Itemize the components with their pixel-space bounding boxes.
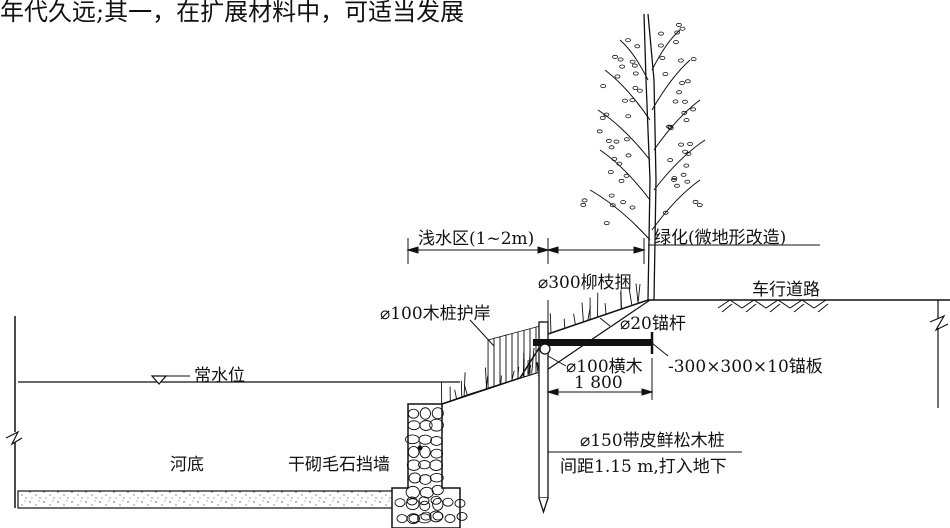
- label-willow-bundle: ⌀300柳枝捆: [538, 273, 632, 293]
- water-level-symbol: [150, 375, 168, 385]
- wood-pile-revetment-hatch: [487, 325, 541, 389]
- road-ground-hatch: [717, 299, 829, 313]
- pine-pile: [538, 321, 549, 515]
- tree: [580, 13, 706, 301]
- left-break-symbol: [5, 430, 23, 446]
- right-break-symbol: [929, 314, 949, 332]
- anchor-rod-line: [537, 299, 651, 377]
- label-anchor-rod: ⌀20锚杆: [620, 314, 686, 334]
- label-greening: 绿化(微地形改造): [654, 228, 786, 248]
- label-shallow-zone: 浅水区(1~2m): [418, 229, 534, 249]
- cross-timber-section: [539, 343, 551, 355]
- label-normal-water-level: 常水位: [194, 366, 245, 386]
- label-riverbed: 河底: [170, 455, 204, 475]
- label-dim-1800: 1 800: [574, 373, 623, 393]
- label-stone-wall: 干砌毛石挡墙: [288, 455, 390, 475]
- label-pine-pile: ⌀150带皮鲜松木桩: [580, 431, 725, 451]
- wall-leader-dot: [417, 445, 423, 451]
- riverbed-sand-layer: [17, 490, 394, 509]
- label-wood-pile-bank: ⌀100木桩护岸: [380, 304, 491, 324]
- slope-vegetation: [440, 283, 641, 405]
- label-road: 车行道路: [752, 280, 820, 300]
- label-anchor-plate: -300×300×10锚板: [668, 357, 823, 377]
- label-cross-timber: ⌀100横木: [566, 357, 643, 377]
- cross-timber: [533, 339, 651, 346]
- stone-retaining-wall: [391, 403, 468, 528]
- label-pile-spacing: 间距1.15 m,打入地下: [560, 457, 727, 477]
- dimension-lines: [406, 238, 820, 400]
- top-text-fragment: 年代久远;其一，在扩展材料中，可适当发展: [0, 0, 464, 26]
